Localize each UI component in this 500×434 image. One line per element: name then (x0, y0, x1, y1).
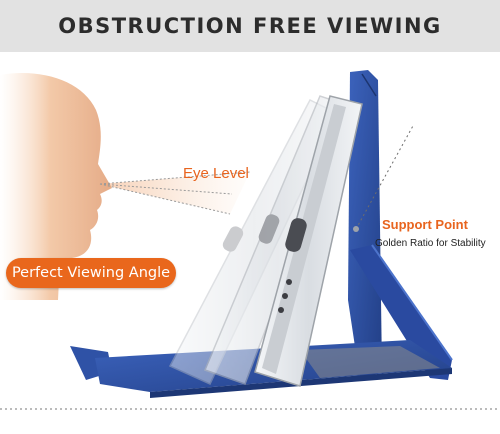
case-back-panel (348, 70, 382, 380)
header-bar: OBSTRUCTION FREE VIEWING (0, 0, 500, 52)
support-flap (350, 244, 453, 380)
page-title: OBSTRUCTION FREE VIEWING (58, 14, 442, 38)
perfect-viewing-angle-badge: Perfect Viewing Angle (6, 258, 176, 288)
eye-level-label: Eye Level (183, 165, 249, 182)
eye-level-sightline (99, 171, 251, 215)
face-silhouette (0, 73, 112, 300)
perfect-viewing-angle-label: Perfect Viewing Angle (11, 265, 171, 281)
support-point-label: Support Point (382, 217, 468, 232)
phone-main (254, 95, 363, 387)
golden-ratio-caption: Golden Ratio for Stability (375, 238, 486, 249)
support-point-marker (353, 123, 415, 232)
